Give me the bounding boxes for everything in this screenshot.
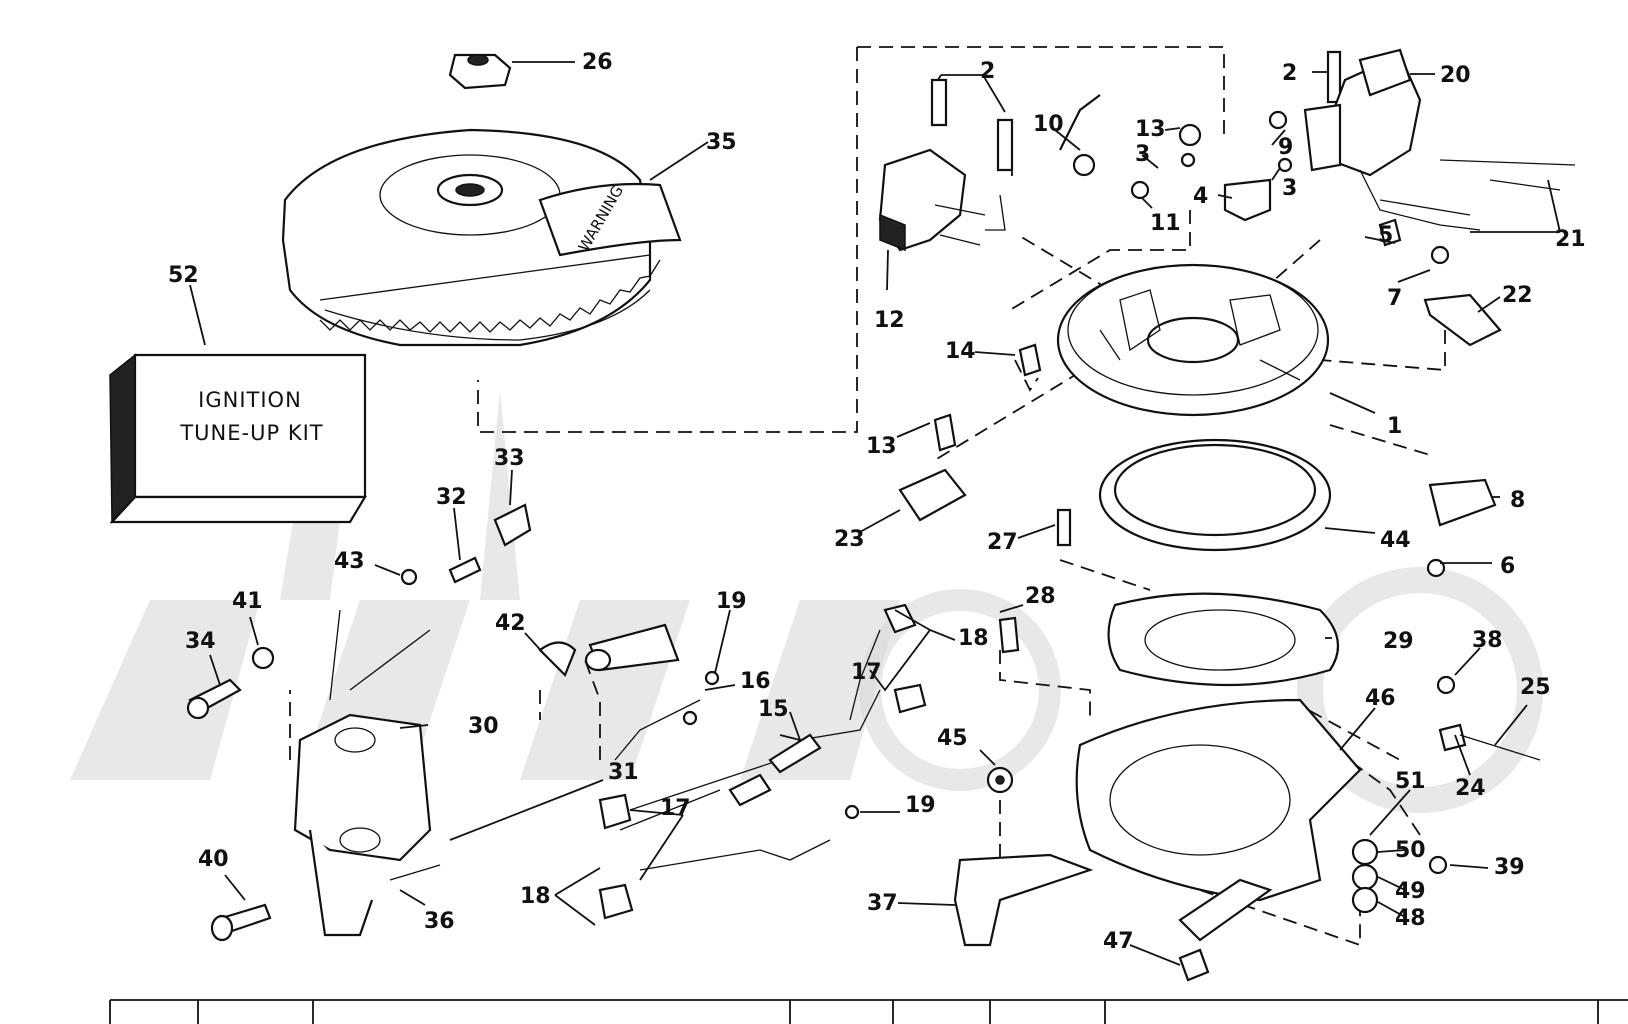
callout-26: 26 bbox=[582, 50, 613, 75]
callout-8: 8 bbox=[1510, 488, 1525, 513]
part-12-coil bbox=[878, 148, 986, 252]
callout-34: 34 bbox=[185, 629, 216, 654]
callout-11: 11 bbox=[1150, 211, 1181, 236]
callout-45: 45 bbox=[937, 726, 968, 751]
callout-13-lower: 13 bbox=[866, 434, 897, 459]
callout-16: 16 bbox=[740, 669, 771, 694]
callout-28: 28 bbox=[1025, 584, 1056, 609]
callout-4: 4 bbox=[1193, 184, 1208, 209]
callout-51: 51 bbox=[1395, 769, 1426, 794]
callout-43: 43 bbox=[334, 549, 365, 574]
callout-7: 7 bbox=[1387, 286, 1402, 311]
callout-6: 6 bbox=[1500, 554, 1515, 579]
callout-19-upper: 19 bbox=[716, 589, 747, 614]
left-hardware bbox=[186, 503, 860, 942]
part-52-tune-up-kit-box: IGNITION TUNE-UP KIT bbox=[109, 353, 367, 524]
callout-46: 46 bbox=[1365, 686, 1396, 711]
small-hardware-lower bbox=[986, 616, 1541, 982]
part-15-harness bbox=[598, 603, 927, 920]
callout-2-left: 2 bbox=[980, 59, 995, 84]
callout-30: 30 bbox=[468, 714, 499, 739]
callout-5: 5 bbox=[1378, 223, 1393, 248]
callout-14: 14 bbox=[945, 339, 976, 364]
callout-42: 42 bbox=[495, 611, 526, 636]
callout-35: 35 bbox=[706, 130, 737, 155]
callout-19-lower: 19 bbox=[905, 793, 936, 818]
callout-25: 25 bbox=[1520, 675, 1551, 700]
callout-3-right: 3 bbox=[1282, 176, 1297, 201]
callout-9: 9 bbox=[1278, 135, 1293, 160]
callout-12: 12 bbox=[874, 308, 905, 333]
part-46-base-plate bbox=[1075, 698, 1362, 942]
callout-23: 23 bbox=[834, 527, 865, 552]
callout-47: 47 bbox=[1103, 929, 1134, 954]
callout-21: 21 bbox=[1555, 227, 1586, 252]
callout-17-lower: 17 bbox=[660, 796, 691, 821]
callout-44: 44 bbox=[1380, 528, 1411, 553]
callout-2-right: 2 bbox=[1282, 61, 1297, 86]
callout-18-upper: 18 bbox=[958, 626, 989, 651]
callout-1: 1 bbox=[1387, 414, 1402, 439]
part-36-spark-lead bbox=[308, 829, 441, 937]
callout-15: 15 bbox=[758, 697, 789, 722]
callout-49: 49 bbox=[1395, 879, 1426, 904]
callout-36: 36 bbox=[424, 909, 455, 934]
callout-39: 39 bbox=[1494, 855, 1525, 880]
bottom-table-strip bbox=[109, 999, 1628, 1024]
callout-38: 38 bbox=[1472, 628, 1503, 653]
part-29-plate bbox=[1107, 592, 1340, 687]
callout-24: 24 bbox=[1455, 776, 1486, 801]
callout-18-lower: 18 bbox=[520, 884, 551, 909]
part-35-flywheel: WARNING bbox=[281, 128, 682, 347]
callout-33: 33 bbox=[494, 446, 525, 471]
callout-50: 50 bbox=[1395, 838, 1426, 863]
part-30-ignition-coil bbox=[293, 713, 432, 862]
part-44-ring bbox=[1098, 438, 1332, 552]
callout-13-upper: 13 bbox=[1135, 117, 1166, 142]
callout-numbers: 26 35 52 2 2 20 10 13 9 3 3 4 11 5 21 7 … bbox=[168, 50, 1586, 954]
callout-22: 22 bbox=[1502, 283, 1533, 308]
callout-20: 20 bbox=[1440, 63, 1471, 88]
callout-37: 37 bbox=[867, 891, 898, 916]
small-hardware-upper bbox=[898, 94, 1502, 578]
callout-48: 48 bbox=[1395, 906, 1426, 931]
callout-40: 40 bbox=[198, 847, 229, 872]
callout-32: 32 bbox=[436, 485, 467, 510]
part-1-armature-plate bbox=[1056, 263, 1330, 417]
kit-box-line1: IGNITION bbox=[198, 388, 302, 412]
callout-17-upper: 17 bbox=[851, 660, 882, 685]
callout-29: 29 bbox=[1383, 629, 1414, 654]
callout-31: 31 bbox=[608, 760, 639, 785]
part-37-lever bbox=[953, 853, 1094, 947]
callout-10: 10 bbox=[1033, 112, 1064, 137]
part-21-leads bbox=[1439, 159, 1576, 191]
kit-box-line2: TUNE-UP KIT bbox=[179, 421, 323, 445]
callout-27: 27 bbox=[987, 530, 1018, 555]
callout-52: 52 bbox=[168, 263, 199, 288]
callout-leaders bbox=[189, 61, 1561, 966]
callout-3-left: 3 bbox=[1135, 142, 1150, 167]
callout-41: 41 bbox=[232, 589, 263, 614]
part-26-nut bbox=[448, 53, 512, 90]
